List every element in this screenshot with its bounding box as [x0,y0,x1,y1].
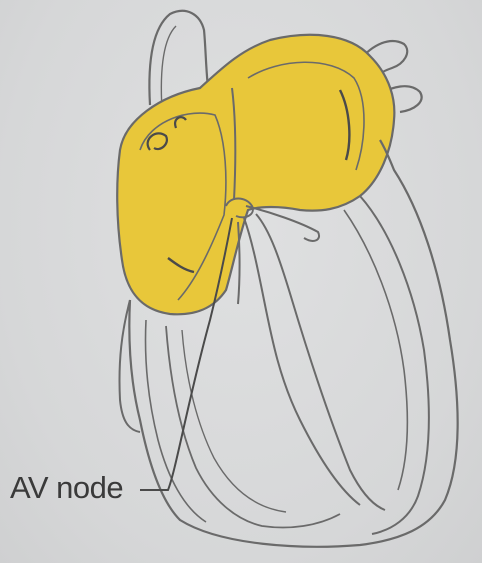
septal-branch [238,222,240,304]
ventricle-outer-inner [146,320,207,522]
left-ventricle-wall [360,196,429,534]
av-node-label: AV node [10,470,123,506]
right-ventricle-inner [182,330,286,512]
left-ventricle-inner [344,210,407,490]
right-bundle-branch [244,218,360,505]
left-bundle-branch [256,214,385,510]
right-ventricle-cavity [166,326,340,528]
